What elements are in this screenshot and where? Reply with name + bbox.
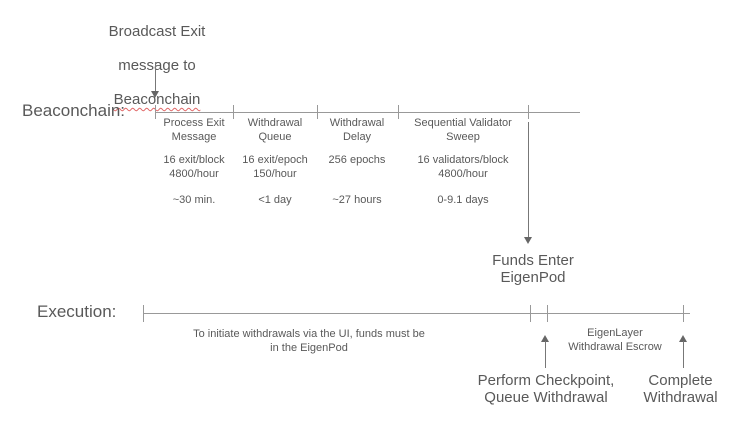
- complete-withdrawal-label: Complete Withdrawal: [643, 372, 718, 406]
- checkpoint-arrow-stem: [545, 341, 546, 368]
- broadcast-exit-line1: Broadcast Exit: [108, 23, 206, 40]
- funds-enter-eigenpod-label: Funds Enter EigenPod: [492, 252, 574, 286]
- execution-tick-1: [143, 305, 144, 322]
- execution-timeline: [143, 313, 690, 314]
- execution-tick-3: [547, 305, 548, 322]
- segment-2-title: Withdrawal Queue: [247, 117, 303, 143]
- complete-arrow-stem: [683, 341, 684, 368]
- segment-4-title: Sequential Validator Sweep: [414, 117, 512, 143]
- segment-2-duration: <1 day: [258, 194, 292, 206]
- checkpoint-up-arrow-icon: [541, 335, 549, 342]
- beaconchain-tick-4: [398, 105, 399, 119]
- segment-1-title: Process Exit Message: [163, 117, 225, 143]
- segment-3-stats: 256 epochs: [328, 154, 386, 166]
- segment-3-title: Withdrawal Delay: [329, 117, 385, 143]
- eigenlayer-escrow-label: EigenLayer Withdrawal Escrow: [568, 327, 662, 353]
- broadcast-arrow-stem: [155, 62, 156, 92]
- broadcast-exit-line2: message to: [118, 57, 196, 74]
- execution-row-label: Execution:: [37, 302, 117, 321]
- segment-1-stats: 16 exit/block 4800/hour: [163, 154, 225, 180]
- segment-2-stats: 16 exit/epoch 150/hour: [242, 154, 308, 180]
- beaconchain-timeline: [155, 112, 580, 113]
- perform-checkpoint-label: Perform Checkpoint, Queue Withdrawal: [477, 372, 615, 406]
- execution-tick-2: [530, 305, 531, 322]
- segment-1-duration: ~30 min.: [172, 194, 216, 206]
- beaconchain-tick-1: [155, 105, 156, 119]
- funds-arrow-stem: [528, 122, 529, 237]
- execution-tick-4: [683, 305, 684, 322]
- down-arrow-icon: [151, 91, 159, 98]
- initiate-withdrawals-note: To initiate withdrawals via the UI, fund…: [193, 328, 425, 354]
- beaconchain-tick-5: [528, 105, 529, 119]
- broadcast-exit-beaconchain-word: Beaconchain: [113, 91, 201, 108]
- complete-up-arrow-icon: [679, 335, 687, 342]
- segment-4-stats: 16 validators/block 4800/hour: [417, 154, 509, 180]
- beaconchain-row-label: Beaconchain:: [22, 101, 126, 120]
- segment-3-duration: ~27 hours: [332, 194, 382, 206]
- segment-4-duration: 0-9.1 days: [437, 194, 489, 206]
- funds-down-arrow-icon: [524, 237, 532, 244]
- broadcast-exit-annotation: Broadcast Exit message to Beaconchain: [67, 6, 247, 108]
- beaconchain-tick-2: [233, 105, 234, 119]
- beaconchain-tick-3: [317, 105, 318, 119]
